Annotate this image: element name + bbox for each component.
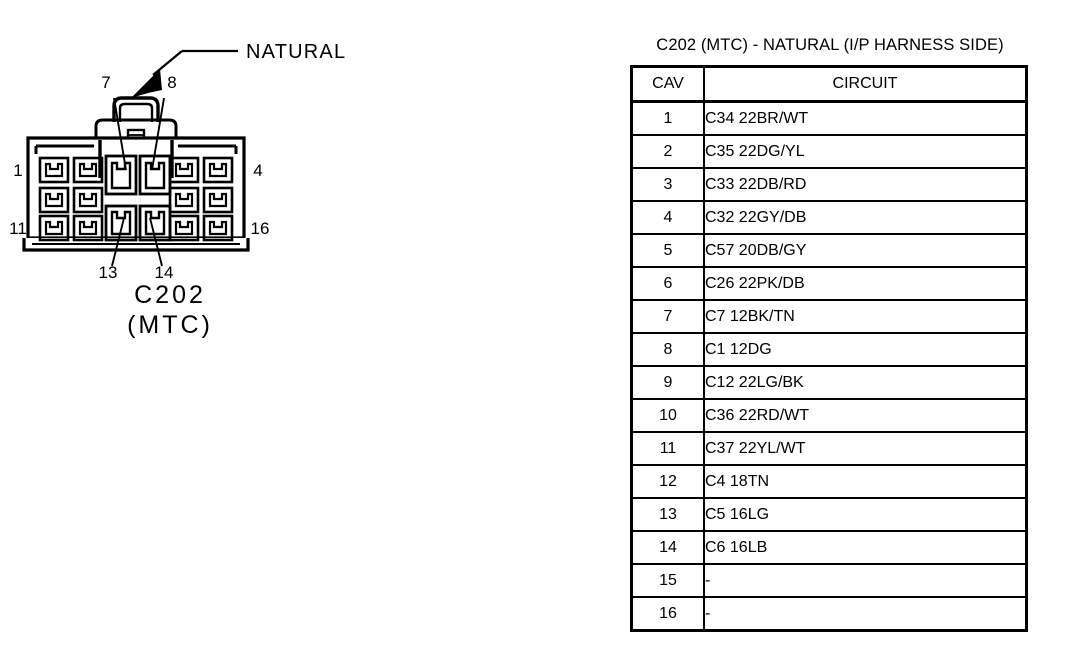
connector-name-line2: (MTC)	[127, 311, 213, 339]
cell-cav: 3	[630, 167, 705, 202]
cell-circuit: -	[703, 596, 1028, 632]
cell-circuit: C37 22YL/WT	[703, 431, 1028, 466]
cell-cav: 4	[630, 200, 705, 235]
cavity-group-left	[38, 156, 104, 242]
cell-circuit: C36 22RD/WT	[703, 398, 1028, 433]
cell-circuit: C26 22PK/DB	[703, 266, 1028, 301]
table-row: 15-	[630, 563, 1028, 598]
column-header-cav: CAV	[630, 65, 705, 103]
pin-number-7: 7	[101, 73, 110, 92]
cell-cav: 13	[630, 497, 705, 532]
cell-circuit: C7 12BK/TN	[703, 299, 1028, 334]
cell-cav: 8	[630, 332, 705, 367]
cell-cav: 12	[630, 464, 705, 499]
cell-circuit: C32 22GY/DB	[703, 200, 1028, 235]
cavity-group-center	[104, 154, 172, 242]
pin-number-1: 1	[13, 161, 22, 180]
cell-circuit: C33 22DB/RD	[703, 167, 1028, 202]
cell-cav: 6	[630, 266, 705, 301]
connector-name-caption: C202 (MTC)	[0, 280, 340, 340]
cell-circuit: C57 20DB/GY	[703, 233, 1028, 268]
natural-label: NATURAL	[246, 41, 346, 63]
cell-cav: 5	[630, 233, 705, 268]
cavity-group-right	[168, 156, 234, 242]
column-header-circuit: CIRCUIT	[703, 65, 1028, 103]
cell-cav: 15	[630, 563, 705, 598]
cell-cav: 1	[630, 100, 705, 136]
cell-cav: 16	[630, 596, 705, 632]
pin-number-14: 14	[155, 263, 174, 280]
cell-cav: 14	[630, 530, 705, 565]
cell-circuit: C5 16LG	[703, 497, 1028, 532]
connector-center-block	[94, 118, 178, 160]
cell-circuit: -	[703, 563, 1028, 598]
pin-leader-lines	[111, 97, 165, 267]
cell-cav: 9	[630, 365, 705, 400]
cell-cav: 10	[630, 398, 705, 433]
pin-number-16: 16	[251, 219, 270, 238]
connector-name-line1: C202	[134, 281, 206, 309]
cell-circuit: C12 22LG/BK	[703, 365, 1028, 400]
cell-circuit: C6 16LB	[703, 530, 1028, 565]
pin-number-11: 11	[10, 219, 27, 238]
cell-cav: 2	[630, 134, 705, 169]
cell-cav: 11	[630, 431, 705, 466]
pin-number-4: 4	[253, 161, 262, 180]
cell-circuit: C34 22BR/WT	[703, 100, 1028, 136]
cell-circuit: C4 18TN	[703, 464, 1028, 499]
cell-cav: 7	[630, 299, 705, 334]
circuit-table-panel: C202 (MTC) - NATURAL (I/P HARNESS SIDE) …	[630, 36, 1030, 632]
connector-diagram-panel: NATURAL	[0, 0, 400, 664]
table-header-row: CAV CIRCUIT	[630, 65, 1028, 103]
table-row: 16-	[630, 596, 1028, 632]
pin-number-13: 13	[99, 263, 118, 280]
natural-callout-leader	[131, 49, 238, 98]
cell-circuit: C1 12DG	[703, 332, 1028, 367]
connector-illustration: NATURAL	[10, 41, 346, 280]
pin-number-8: 8	[167, 73, 176, 92]
table-header: CAV CIRCUIT	[630, 65, 1028, 103]
table-title: C202 (MTC) - NATURAL (I/P HARNESS SIDE)	[656, 36, 1004, 54]
cell-circuit: C35 22DG/YL	[703, 134, 1028, 169]
